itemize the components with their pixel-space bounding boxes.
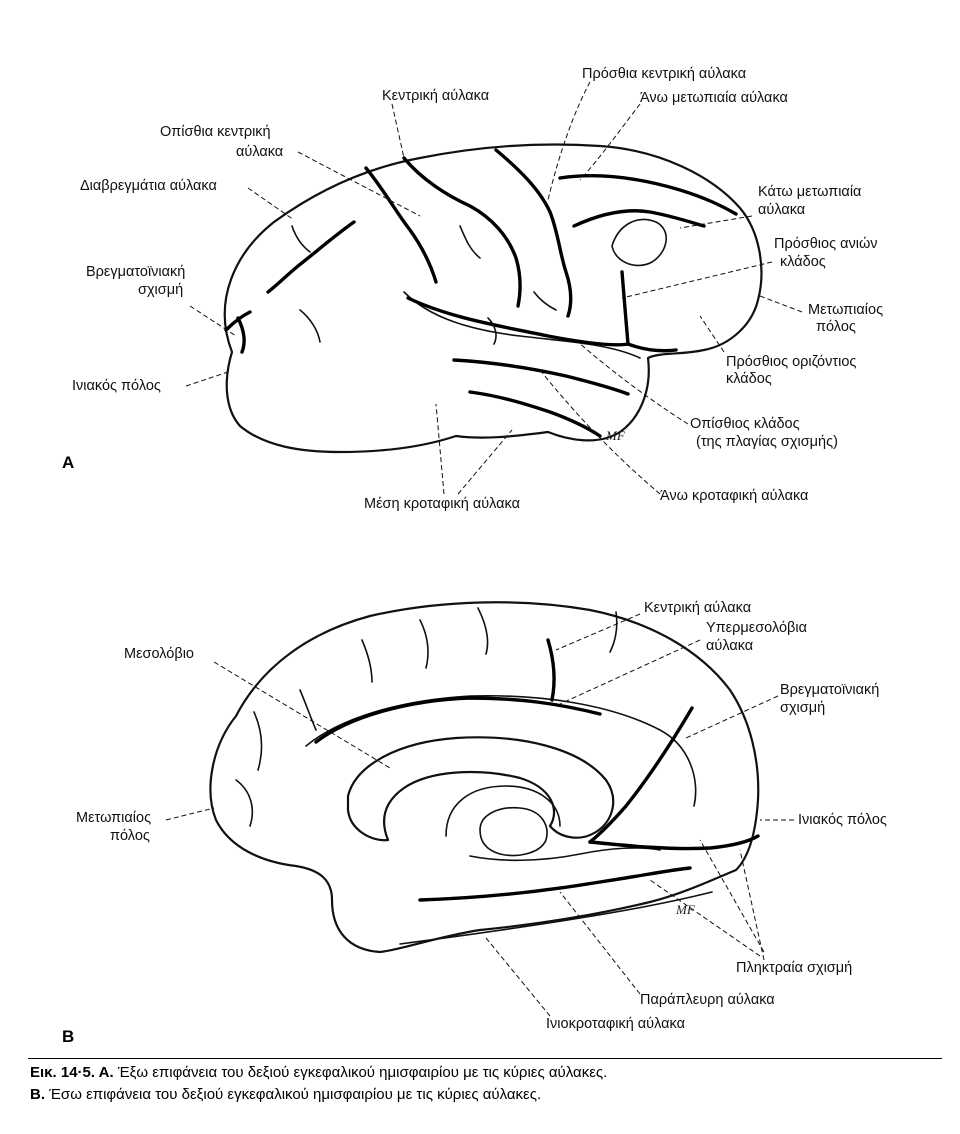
figure-b-calcarine-fissure [588,834,760,851]
figure-a-gyral-marks [299,225,557,345]
figure-b-label-parieto-occipital-2: σχισμή [780,700,825,716]
figure-a-frontal-gyrus-contour [611,218,667,267]
figure-a-label-frontal-pole-2: πόλος [816,319,856,335]
figure-a-label-middle-temporal: Μέση κροταφική αύλακα [364,496,520,512]
figure-a-label-superior-frontal-sulcus: Άνω μετωπιαία αύλακα [640,90,788,106]
figure-b-drawing: MF [209,601,760,954]
figure-a-superior-temporal-sulcus [452,358,630,396]
figure-a-parietal-branch [291,225,311,253]
caption-line-2-text: Έσω επιφάνεια του δεξιού εγκεφαλικού ημι… [45,1086,542,1103]
figure-a-labels: A Κεντρική αύλακα Πρόσθια κεντρική αύλακ… [62,66,883,512]
figure-b-corpus-callosum [346,736,615,842]
figure-a-label-postcentral-2: αύλακα [236,144,283,160]
figure-a-label-horizontal-ramus-1: Πρόσθιος οριζόντιος [726,354,856,370]
figure-a-temporal-lower-contour [403,291,641,359]
figure-a-postcentral-sulcus [364,166,438,284]
figure-a-hemisphere-outline [223,143,763,454]
figure-a-label-ascending-ramus-2: κλάδος [780,254,826,270]
figure-b-label-frontal-pole-2: πόλος [110,828,150,844]
figure-b-labels: B Κεντρική αύλακα Υπερμεσολόβια αύλακα Μ… [62,600,887,1046]
figure-b-label-corpus-callosum: Μεσολόβιο [124,646,194,662]
figure-b-label-central-sulcus: Κεντρική αύλακα [644,600,751,616]
figure-a-superior-frontal-sulcus [558,173,738,216]
figure-a-label-parieto-occipital-2: σχισμή [138,282,183,298]
figure-b-supracallosal-sulcus [314,696,602,744]
figure-a-label-precentral-sulcus: Πρόσθια κεντρική αύλακα [582,66,746,82]
figure-a-intraparietal-sulcus [266,220,356,294]
figure-b-label-supracallosal-1: Υπερμεσολόβια [706,620,807,636]
figure-a-signature: MF [605,428,626,443]
figure-a-label-ascending-ramus-1: Πρόσθιος ανιών [774,236,878,252]
figure-a-label-posterior-ramus-1: Οπίσθιος κλάδος [690,416,800,432]
caption-line-2: Β. Έσω επιφάνεια του δεξιού εγκεφαλικού … [30,1086,541,1103]
caption-line-1: Εικ. 14·5. Α. Έξω επιφάνεια του δεξιού ε… [30,1064,607,1081]
figure-a-panel-letter: A [62,453,74,472]
figure-a-leaders [185,81,803,495]
figure-a-label-occipital-pole: Ινιακός πόλος [72,378,161,394]
figure-a-drawing: MF [223,143,763,454]
figure-a-horizontal-ramus [626,342,678,353]
figure-b-fornix [445,785,561,837]
figure-b-thalamus [479,806,548,857]
figure-a-label-postcentral-1: Οπίσθια κεντρική [160,124,271,140]
figure-a-middle-temporal-sulcus [468,390,602,438]
figure-b-parieto-occipital-fissure [588,706,694,844]
figure-b-label-parieto-occipital-1: Βρεγματοϊνιακή [780,682,879,698]
figure-a-label-central-sulcus: Κεντρική αύλακα [382,88,489,104]
figure-a-precentral-sulcus [494,148,573,318]
figure-a-label-inferior-frontal-2: αύλακα [758,202,805,218]
figure-a-label-posterior-ramus-2: (της πλαγίας σχισμής) [696,434,838,450]
caption-line-1-text: Έξω επιφάνεια του δεξιού εγκεφαλικού ημι… [113,1064,608,1081]
figure-b-label-frontal-pole-1: Μετωπιαίος [76,810,151,826]
caption-line-1-prefix: Εικ. 14·5. Α. [30,1064,114,1081]
figure-a-label-frontal-pole-1: Μετωπιαίος [808,302,883,318]
figure-b-label-supracallosal-2: αύλακα [706,638,753,654]
caption-divider [28,1058,942,1059]
figure-a-label-intraparietal: Διαβρεγμάτια αύλακα [80,178,217,194]
figure-b-label-collateral: Παράπλευρη αύλακα [640,992,775,1008]
figure-b-label-occipitotemporal: Ινιοκροταφική αύλακα [546,1016,685,1032]
figure-b-label-occipital-pole: Ινιακός πόλος [798,812,887,828]
figure-a-central-sulcus [402,156,522,308]
figure-a-label-inferior-frontal-1: Κάτω μετωπιαία [758,184,861,200]
figure-a-label-superior-temporal: Άνω κροταφική αύλακα [660,488,808,504]
figure-b-collateral-sulcus [418,866,692,902]
figure-a-ascending-ramus [620,270,630,346]
figure-b-label-calcarine: Πληκτραία σχισμή [736,960,852,976]
figure-b-signature: MF [675,902,696,917]
caption-line-2-prefix: Β. [30,1086,45,1103]
figure-a-inferior-frontal-sulcus [572,209,706,228]
figure-b-frontal-gyral-marks [235,607,618,827]
figure-b-central-sulcus [546,638,556,702]
figure-a-label-horizontal-ramus-2: κλάδος [726,371,772,387]
figure-a-parieto-occipital-notch [224,310,252,354]
figure-b-leaders [165,613,794,1017]
figure-a-lateral-fissure [406,296,630,347]
figure-a-label-parieto-occipital-1: Βρεγματοϊνιακή [86,264,185,280]
figure-b-panel-letter: B [62,1027,74,1046]
figure-b-hemisphere-outline [209,601,760,954]
